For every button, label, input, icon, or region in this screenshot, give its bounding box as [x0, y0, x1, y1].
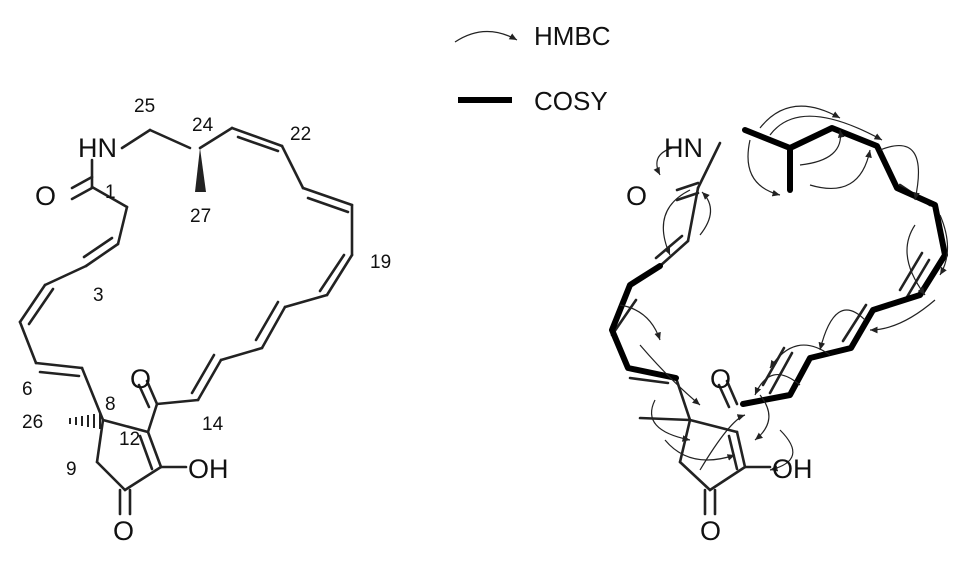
left-num-9: 9 [66, 459, 77, 480]
left-ketone-o-bottom-label: O [113, 516, 134, 546]
right-oh-label: OH [772, 454, 813, 484]
left-num-12: 12 [119, 429, 140, 450]
left-structure: HN O O O OH 1 3 6 8 9 12 14 19 22 24 25 … [18, 96, 391, 546]
cosy-legend-label: COSY [534, 86, 608, 116]
right-carbonyl-o-label: O [626, 181, 647, 211]
left-num-1: 1 [105, 182, 116, 203]
left-oh-label: OH [188, 454, 229, 484]
hmbc-correlations [619, 105, 949, 472]
cosy-correlations [609, 125, 948, 407]
left-num-26: 26 [22, 412, 43, 433]
left-num-22: 22 [290, 124, 311, 145]
left-nh-label: HN [78, 133, 117, 163]
right-ketone-o-bottom-label: O [700, 516, 721, 546]
legend: HMBC COSY [454, 21, 611, 116]
left-num-27: 27 [190, 206, 211, 227]
left-bonds [18, 126, 354, 516]
right-structure: HN O O O OH [609, 105, 949, 546]
left-num-8: 8 [105, 394, 116, 415]
right-ketone-o-top-label: O [710, 364, 731, 394]
left-num-25: 25 [134, 96, 155, 117]
left-ketone-o-top-label: O [130, 364, 151, 394]
left-num-14: 14 [202, 414, 224, 435]
left-num-24: 24 [192, 115, 214, 136]
left-num-3: 3 [93, 285, 104, 306]
hmbc-legend-label: HMBC [534, 21, 611, 51]
hmbc-legend-arrow-icon [454, 30, 518, 43]
left-num-6: 6 [22, 379, 33, 400]
left-num-19: 19 [370, 252, 391, 273]
left-carbonyl-o-label: O [35, 181, 56, 211]
right-nh-label: HN [664, 133, 703, 163]
